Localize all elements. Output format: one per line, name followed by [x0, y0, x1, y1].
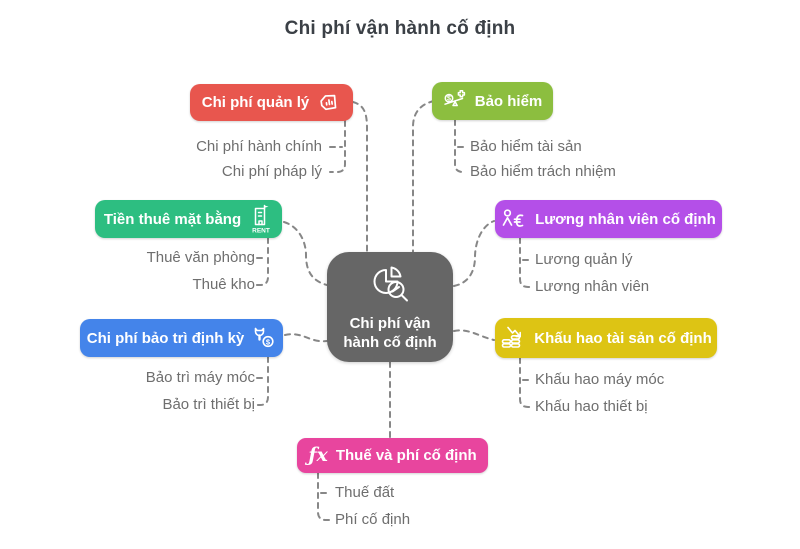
connector-khau-hao-children — [519, 357, 532, 408]
connector-quan-ly-children — [329, 120, 346, 173]
connector-bao-tri — [284, 333, 328, 343]
child-khau-hao-thiet-bi[interactable]: Khấu hao thiết bị — [535, 398, 648, 415]
connector-tien-thue — [283, 221, 328, 286]
child-chi-phi-hanh-chinh[interactable]: Chi phí hành chính — [196, 138, 322, 155]
connector-bao-tri-children — [255, 356, 269, 406]
branch-chi-phi-bao-tri[interactable]: Chi phí bảo trì định kỳ $ — [80, 319, 283, 357]
child-thue-van-phong[interactable]: Thuê văn phòng — [146, 249, 255, 266]
branch-label: Khấu hao tài sản cố định — [534, 329, 712, 347]
branch-thue-va-phi[interactable]: ƒx Thuế và phí cố định — [297, 438, 488, 473]
child-thue-kho[interactable]: Thuê kho — [192, 276, 255, 293]
page-title: Chi phí vận hành cố định — [284, 18, 516, 39]
child-luong-nhan-vien[interactable]: Lương nhân viên — [535, 278, 650, 295]
hand-chart-icon — [317, 91, 341, 115]
svg-text:RENT: RENT — [252, 228, 270, 235]
child-luong-quan-ly[interactable]: Lương quản lý — [535, 251, 633, 268]
branch-khau-hao[interactable]: Khấu hao tài sản cố định — [495, 318, 717, 358]
fx-icon: ƒx — [308, 444, 328, 466]
child-khau-hao-may-moc[interactable]: Khấu hao máy móc — [535, 371, 665, 388]
rent-building-icon: RENT — [249, 204, 273, 234]
connector-tien-thue-children — [255, 237, 269, 286]
branch-label: Thuế và phí cố định — [335, 447, 477, 464]
child-chi-phi-phap-ly[interactable]: Chi phí pháp lý — [221, 163, 322, 180]
branch-label: Tiền thuê mặt bằng — [103, 210, 242, 228]
connector-luong — [453, 220, 495, 287]
depreciation-coins-icon — [500, 325, 526, 351]
branch-chi-phi-quan-ly[interactable]: Chi phí quản lý — [190, 84, 353, 121]
child-thue-dat[interactable]: Thuế đất — [335, 484, 395, 501]
connector-quan-ly — [352, 101, 368, 253]
connector-bao-hiem-children — [454, 119, 467, 173]
branch-luong-nhan-vien[interactable]: Lương nhân viên cố định — [495, 200, 722, 238]
branch-bao-hiem[interactable]: $ Bảo hiểm — [432, 82, 553, 120]
central-node[interactable]: Chi phí vận hành cố định — [327, 252, 453, 362]
connector-luong-children — [519, 237, 532, 288]
connector-bao-hiem — [412, 100, 435, 253]
child-bao-tri-may-moc[interactable]: Bảo trì máy móc — [145, 369, 255, 386]
branch-label: Chi phí quản lý — [201, 94, 310, 111]
connector-khau-hao — [453, 329, 495, 341]
branch-label: Bảo hiểm — [474, 92, 543, 110]
branch-label: Chi phí bảo trì định kỳ — [86, 329, 245, 347]
insurance-balance-icon: $ — [443, 89, 467, 113]
connector-thue-phi-children — [317, 472, 330, 521]
child-bao-hiem-trach-nhiem[interactable]: Bảo hiểm trách nhiệm — [470, 163, 616, 180]
child-phi-co-dinh[interactable]: Phí cố định — [335, 511, 411, 528]
wrench-coin-icon: $ — [252, 326, 276, 350]
pie-chart-magnifier-icon — [367, 262, 413, 310]
svg-text:$: $ — [266, 337, 271, 346]
child-bao-tri-thiet-bi[interactable]: Bảo trì thiết bị — [162, 396, 255, 413]
child-bao-hiem-tai-san[interactable]: Bảo hiểm tài sản — [470, 138, 582, 155]
central-node-label: Chi phí vận hành cố định — [343, 314, 437, 351]
salary-person-icon — [501, 208, 527, 230]
branch-label: Lương nhân viên cố định — [535, 210, 716, 228]
svg-text:$: $ — [447, 96, 451, 103]
branch-tien-thue-mat-bang[interactable]: Tiền thuê mặt bằng RENT — [95, 200, 282, 238]
